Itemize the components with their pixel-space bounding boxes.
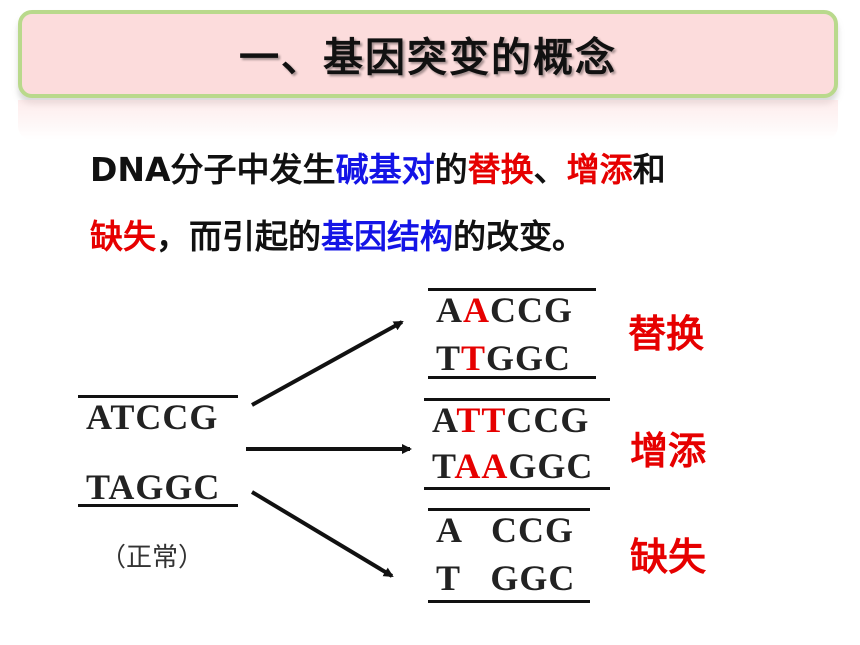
def-text: ，而引起的: [156, 217, 321, 256]
page-title: 一、基因突变的概念: [239, 35, 617, 81]
ins-bottom-line: [424, 487, 610, 490]
base: T: [432, 446, 455, 486]
del-top-line: [428, 508, 590, 511]
sub-bottom-strand: TTGGC: [436, 337, 571, 379]
title-box: 一、基因突变的概念: [18, 10, 838, 98]
label-insertion: 增添: [630, 429, 707, 473]
label-deletion: 缺失: [630, 535, 707, 579]
normal-bottom-strand: TAGGC: [86, 467, 221, 507]
sub-top-strand: AACCG: [436, 289, 573, 331]
del-bottom-strand: T GGC: [436, 558, 576, 598]
def-base-pair: 碱基对: [335, 150, 435, 189]
def-text: 的: [434, 150, 468, 189]
title-reflection: [18, 100, 838, 140]
del-top-strand: A CCG: [436, 510, 575, 550]
definition-line-2: 缺失，而引起的基因结构的改变。: [90, 210, 585, 258]
normal-bottom-line: [78, 504, 238, 507]
def-deletion: 缺失: [90, 217, 156, 256]
arrow-to-deletion: [250, 490, 394, 578]
normal-top-strand: ATCCG: [86, 397, 219, 437]
ins-top-strand: ATTCCG: [432, 399, 589, 441]
inserted-bases: TT: [456, 400, 507, 440]
base: T: [436, 338, 462, 378]
base: GGC: [486, 338, 572, 378]
definition-line-1: DNA分子中发生碱基对的替换、增添和: [90, 143, 666, 191]
def-substitution: 替换: [467, 150, 534, 189]
normal-top-line: [78, 395, 238, 398]
def-insertion: 增添: [566, 150, 633, 189]
base: CCG: [506, 400, 590, 440]
ins-bottom-strand: TAAGGC: [432, 445, 593, 487]
mutated-base: T: [461, 338, 487, 378]
def-text: 的改变。: [453, 217, 585, 256]
base: CCG: [490, 290, 573, 330]
label-substitution: 替换: [628, 312, 705, 356]
ins-top-line: [424, 398, 610, 401]
base: A: [432, 400, 457, 440]
def-text: 和: [632, 150, 666, 189]
arrow-to-substitution: [251, 320, 404, 407]
normal-caption: （正常）: [100, 543, 205, 573]
base: A: [436, 290, 463, 330]
sub-top-line: [428, 288, 596, 291]
mutated-base: A: [463, 290, 490, 330]
def-text: DNA分子中发生: [90, 150, 336, 189]
del-bottom-line: [428, 600, 590, 603]
sub-bottom-line: [428, 376, 596, 379]
def-gene-structure: 基因结构: [321, 217, 453, 256]
base: GGC: [508, 446, 594, 486]
def-text: 、: [533, 150, 567, 189]
inserted-bases: AA: [454, 446, 509, 486]
